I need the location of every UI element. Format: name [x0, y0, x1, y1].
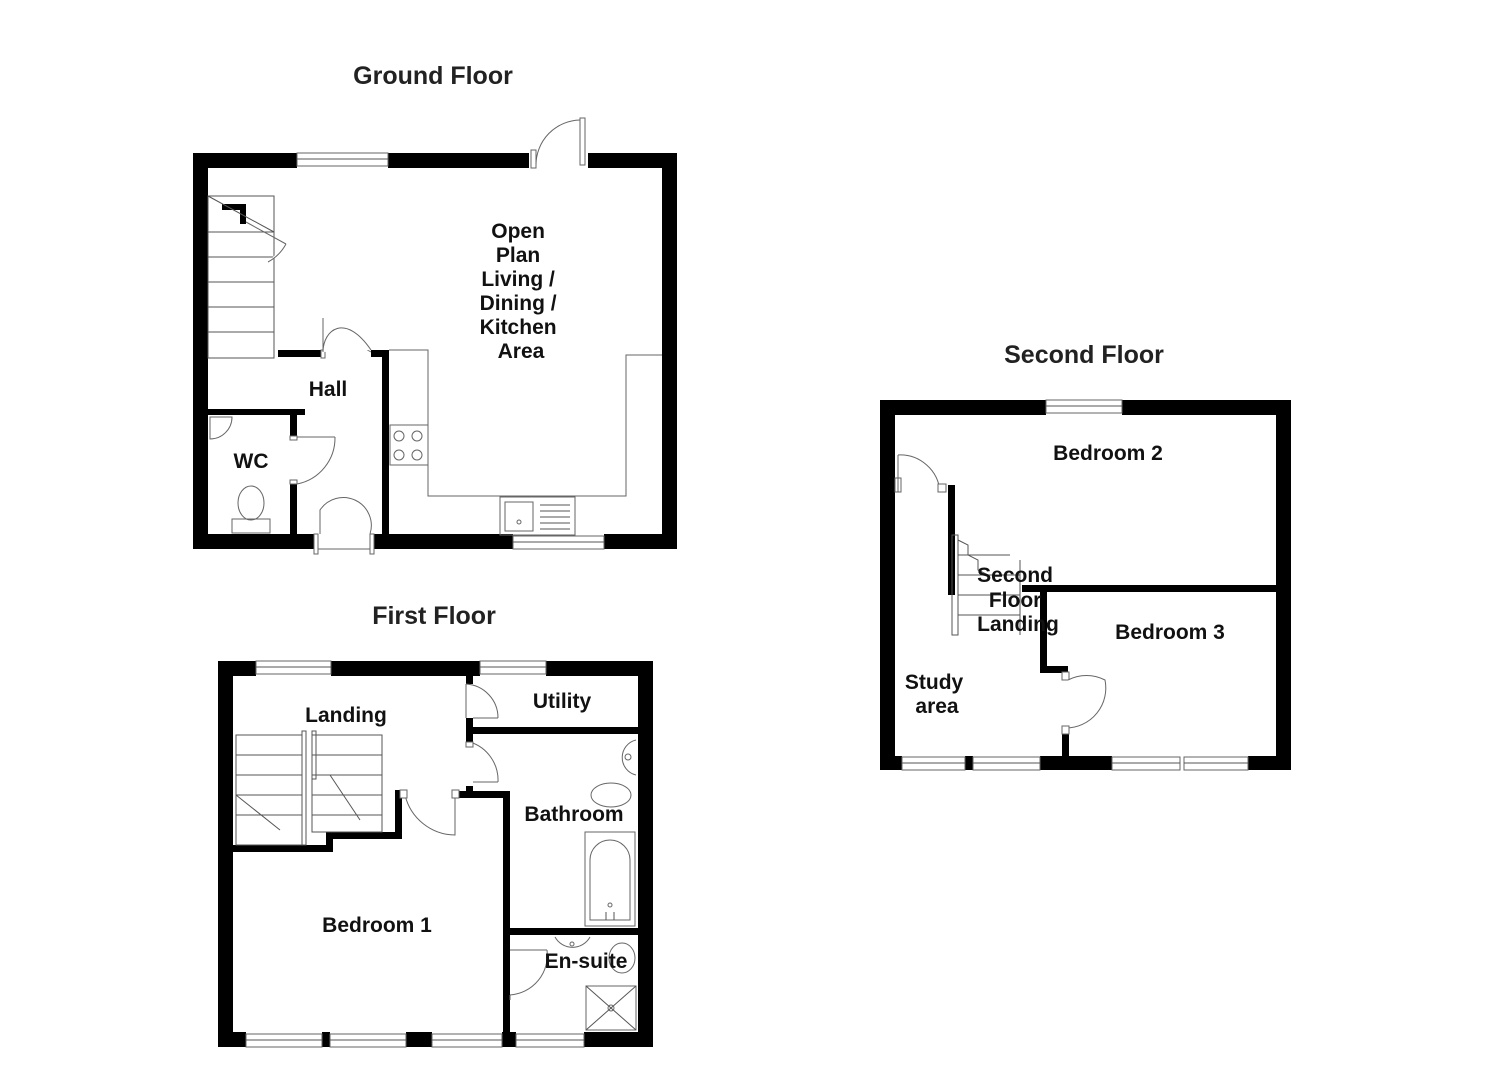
study-area-label: Study area: [905, 671, 969, 718]
utility-label: Utility: [533, 690, 592, 713]
door: [1061, 671, 1107, 735]
toilet: [231, 485, 271, 534]
toilet: [590, 782, 632, 808]
door: [289, 435, 336, 485]
kitchen-worktop: [389, 349, 662, 497]
ground-floor-plan: Ground Floor: [193, 62, 677, 555]
open-plan-label: Open Plan Living / Dining / Kitchen Area: [480, 220, 563, 363]
bathtub: [584, 831, 636, 927]
door: [509, 949, 548, 1000]
ensuite-basin: [554, 936, 591, 948]
wc-basin: [209, 416, 233, 440]
ground-stairs: [207, 195, 275, 359]
door: [245, 221, 287, 263]
bathroom-basin: [621, 739, 637, 776]
door: [313, 497, 375, 555]
kitchen-sink: [499, 496, 576, 536]
ground-floor-title: Ground Floor: [353, 62, 513, 90]
door: [465, 741, 499, 783]
second-floor-title: Second Floor: [1004, 341, 1164, 369]
first-floor-walls: [218, 661, 653, 1047]
first-floor-title: First Floor: [372, 602, 496, 630]
door: [399, 789, 460, 836]
ground-floor-walls: [193, 153, 677, 549]
wc-label: WC: [234, 450, 269, 473]
second-floor-plan: Second Floor: [880, 341, 1291, 771]
landing-label: Landing: [305, 704, 387, 727]
hall-label: Hall: [309, 378, 348, 401]
door: [530, 117, 586, 169]
first-floor-plan: First Floor: [218, 602, 653, 1048]
second-floor-walls: [880, 400, 1291, 770]
door: [320, 318, 372, 359]
bedroom-3-label: Bedroom 3: [1115, 621, 1225, 644]
second-floor-landing-label: Second Floor Landing: [977, 564, 1059, 636]
door: [894, 454, 947, 493]
second-floor-stairs: [951, 534, 1021, 636]
bedroom-1-label: Bedroom 1: [322, 914, 432, 937]
bedroom-2-label: Bedroom 2: [1053, 442, 1163, 465]
shower-tray: [585, 985, 637, 1031]
toilet: [608, 942, 636, 974]
first-floor-stairs: [235, 730, 383, 846]
bathroom-label: Bathroom: [524, 803, 623, 826]
ensuite-label: En-suite: [545, 950, 628, 973]
door: [465, 683, 499, 719]
